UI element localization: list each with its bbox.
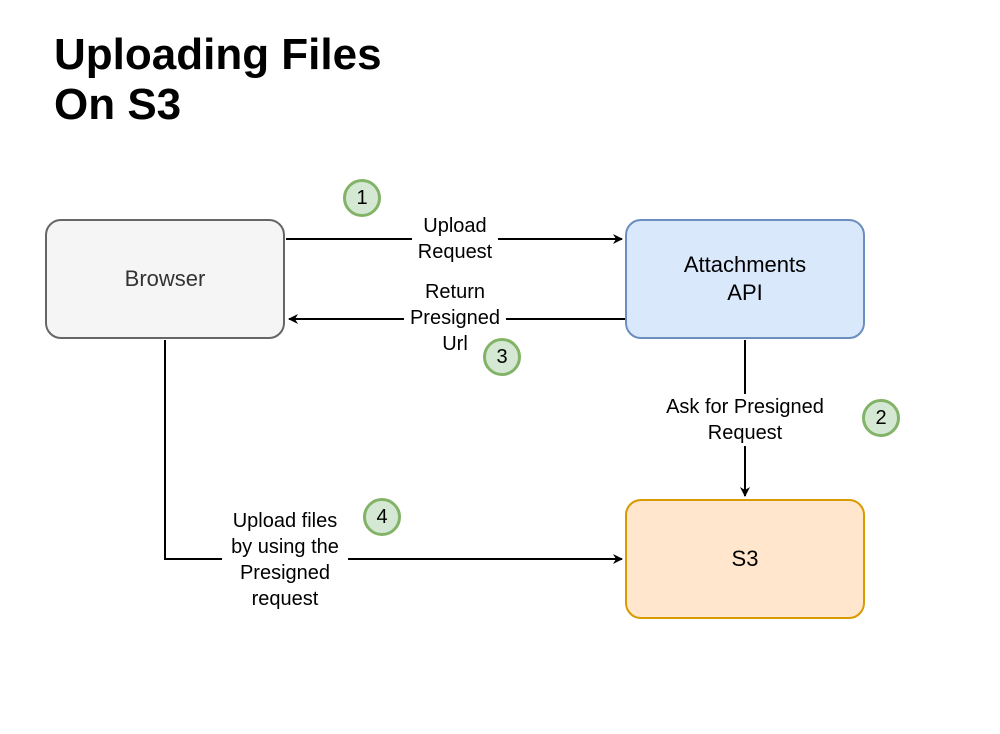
s3-label: S3 [731, 546, 759, 571]
title-line-1: Uploading Files [54, 30, 382, 79]
browser-label: Browser [124, 266, 206, 291]
step-4-badge: 4 [363, 498, 401, 536]
edge-upload-files [164, 340, 623, 564]
attachments-api-node: Attachments API [625, 219, 865, 339]
upload-request-label: Upload Request [412, 213, 498, 265]
title-line-2: On S3 [54, 80, 182, 129]
step-3-badge: 3 [483, 338, 521, 376]
api-label-line-1: Attachments [683, 252, 807, 277]
step-1-badge: 1 [343, 179, 381, 217]
diagram-title: Uploading Files On S3 [54, 30, 382, 130]
ask-presigned-label: Ask for Presigned Request [655, 394, 835, 446]
api-label-line-2: API [727, 280, 763, 305]
browser-node: Browser [45, 219, 285, 339]
upload-files-label: Upload files by using the Presigned requ… [222, 508, 348, 612]
s3-node: S3 [625, 499, 865, 619]
step-2-badge: 2 [862, 399, 900, 437]
